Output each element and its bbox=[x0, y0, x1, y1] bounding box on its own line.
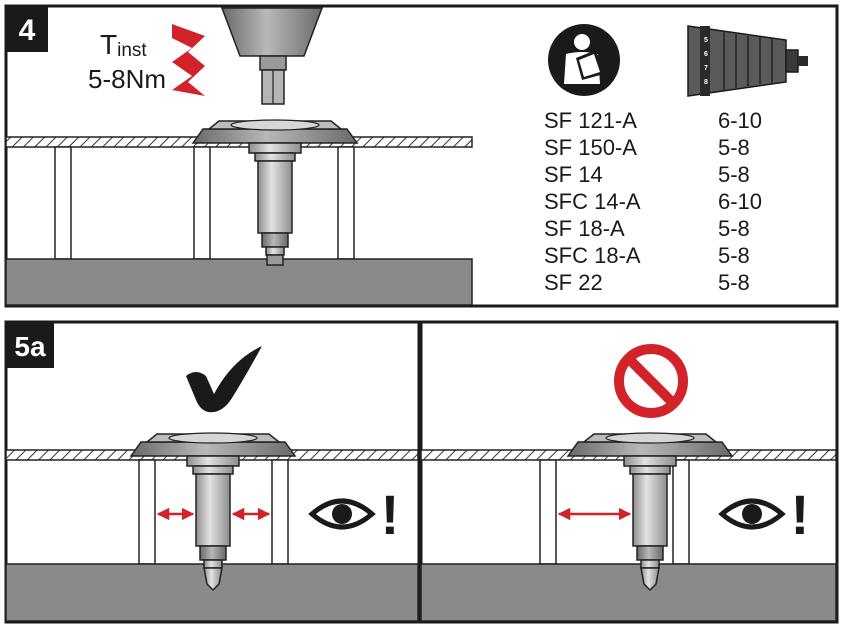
torque-table: SF 121-A 6-10 SF 150-A 5-8 SF 14 5-8 SFC… bbox=[544, 108, 762, 295]
table-model: SF 150-A bbox=[544, 135, 637, 160]
eye-icon bbox=[718, 498, 786, 530]
anchor-fastener bbox=[130, 432, 296, 592]
eye-icon bbox=[308, 498, 376, 530]
table-torque: 6-10 bbox=[718, 108, 762, 133]
table-model: SF 18-A bbox=[544, 216, 625, 241]
base-material bbox=[420, 563, 837, 622]
clutch-mark-6: 6 bbox=[704, 51, 708, 58]
drill-chuck-icon bbox=[220, 7, 324, 105]
clutch-mark-8: 8 bbox=[704, 79, 708, 86]
warning-mark: ! bbox=[791, 483, 810, 546]
torque-wrench-icon bbox=[172, 24, 205, 96]
step-5a-incorrect-panel: ! bbox=[419, 320, 839, 624]
prohibited-icon bbox=[614, 344, 688, 418]
drill-clutch-icon: 5 6 7 8 bbox=[687, 25, 808, 97]
step-4-badge: 4 bbox=[6, 6, 48, 52]
table-torque: 5-8 bbox=[718, 216, 750, 241]
clutch-mark-7: 7 bbox=[704, 65, 708, 72]
anchor-fastener bbox=[192, 119, 358, 266]
table-torque: 6-10 bbox=[718, 189, 762, 214]
step-5a-correct-panel: 5a ! bbox=[4, 320, 421, 624]
table-torque: 5-8 bbox=[718, 135, 750, 160]
read-manual-icon bbox=[548, 24, 620, 96]
step-4-panel: 4 Tinst 5-8Nm bbox=[4, 4, 839, 308]
table-model: SFC 18-A bbox=[544, 243, 641, 268]
step-5a-badge: 5a bbox=[6, 322, 54, 368]
warning-mark: ! bbox=[381, 483, 400, 546]
torque-symbol: T bbox=[100, 29, 117, 60]
table-torque: 5-8 bbox=[718, 270, 750, 295]
torque-subscript: inst bbox=[117, 40, 147, 61]
base-material bbox=[5, 258, 473, 306]
step-4-label: 4 bbox=[19, 14, 36, 47]
table-model: SF 22 bbox=[544, 270, 603, 295]
table-torque: 5-8 bbox=[718, 162, 750, 187]
clutch-mark-5: 5 bbox=[704, 37, 708, 44]
svg-text:Tinst: Tinst bbox=[100, 29, 147, 61]
torque-label: Tinst 5-8Nm bbox=[88, 29, 166, 94]
torque-value: 5-8Nm bbox=[88, 64, 166, 94]
step-5a-label: 5a bbox=[14, 331, 46, 362]
checkmark-icon bbox=[186, 346, 262, 413]
support-posts bbox=[138, 459, 289, 565]
table-model: SFC 14-A bbox=[544, 189, 641, 214]
table-model: SF 14 bbox=[544, 162, 603, 187]
table-model: SF 121-A bbox=[544, 108, 637, 133]
anchor-fastener bbox=[567, 432, 733, 592]
table-torque: 5-8 bbox=[718, 243, 750, 268]
